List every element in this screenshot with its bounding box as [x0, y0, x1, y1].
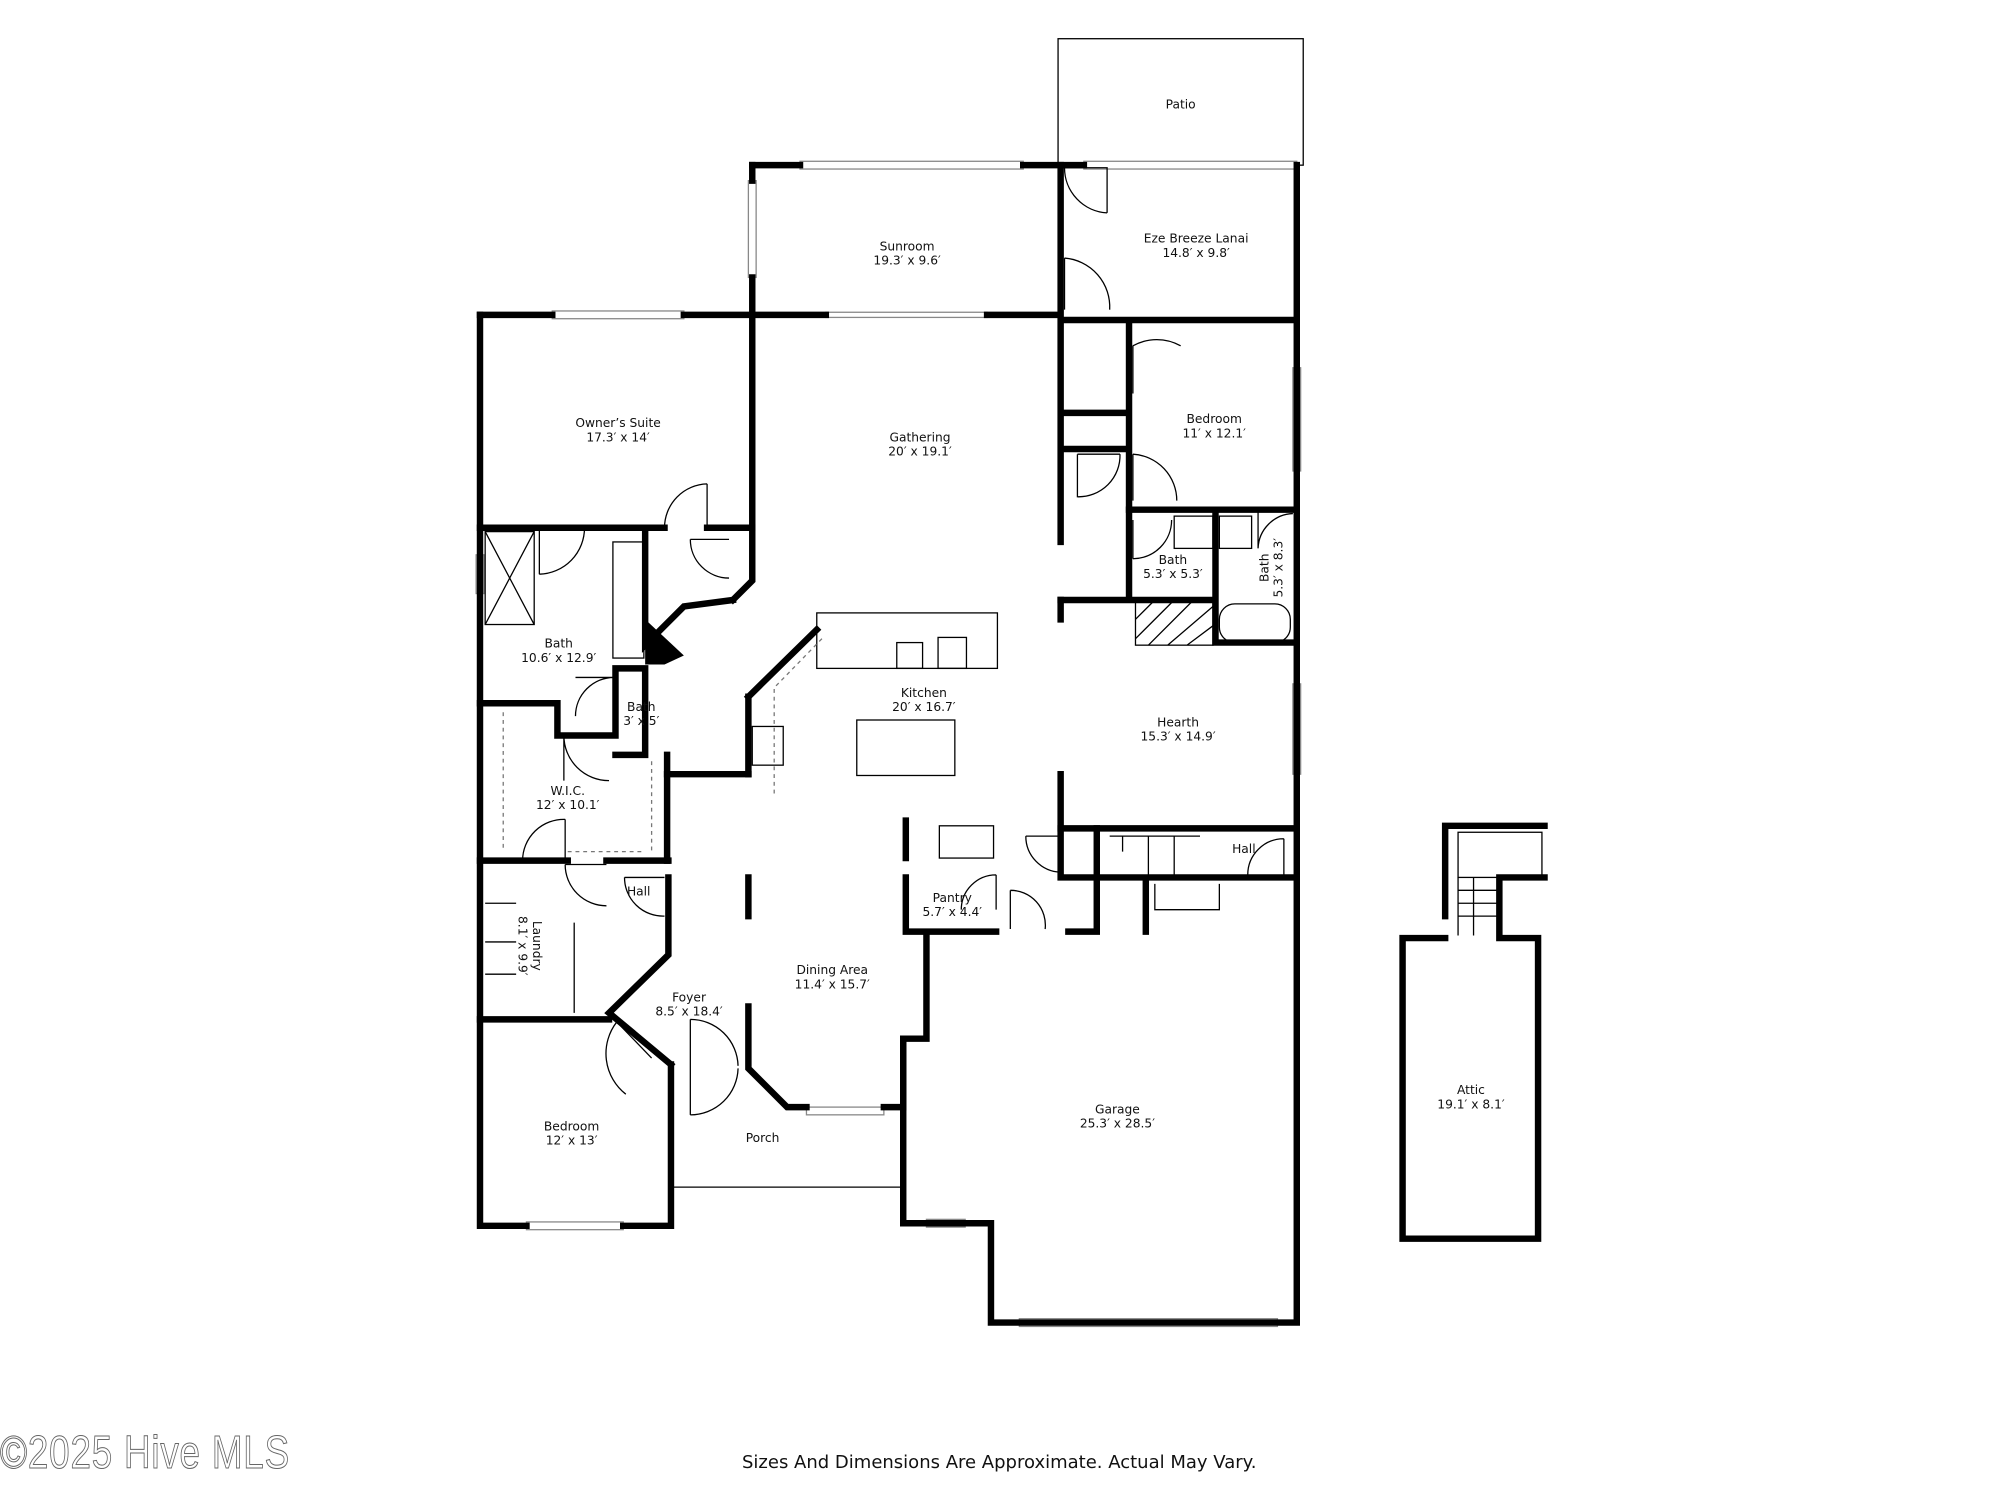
room-dimensions: 5.7′ x 4.4′ [922, 905, 982, 919]
room-dimensions: 11.4′ x 15.7′ [795, 977, 870, 991]
room-dimensions: 8.1′ x 9.9′ [516, 916, 530, 976]
room-name: Bath [1257, 553, 1271, 581]
room-name: Patio [1166, 97, 1196, 111]
room-dimensions: 15.3′ x 14.9′ [1140, 730, 1215, 744]
room-name: W.I.C. [550, 784, 585, 798]
room-name: Hearth [1157, 715, 1199, 729]
room-dimensions: 19.1′ x 8.1′ [1437, 1097, 1505, 1111]
room-dimensions: 14.8′ x 9.8′ [1162, 246, 1230, 260]
room-name: Hall [627, 884, 651, 898]
watermark-logo: ©2025 Hive MLS [0, 1426, 290, 1479]
room-name: Attic [1457, 1083, 1485, 1097]
room-label: Patio [1166, 97, 1196, 111]
fixtures [484, 515, 1543, 1013]
room-dimensions: 10.6′ x 12.9′ [521, 651, 596, 665]
room-name: Bedroom [544, 1119, 599, 1133]
room-name: Bath [544, 637, 572, 651]
room-name: Kitchen [901, 686, 947, 700]
room-name: Gathering [889, 430, 950, 444]
walls [476, 161, 1548, 1326]
room-name: Foyer [672, 990, 707, 1004]
room-dimensions: 25.3′ x 28.5′ [1080, 1117, 1155, 1131]
room-name: Sunroom [880, 239, 935, 253]
room-dimensions: 17.3′ x 14′ [586, 430, 650, 444]
room-dimensions: 3′ x 5′ [623, 714, 659, 728]
room-dimensions: 12′ x 10.1′ [536, 798, 600, 812]
room-label: Hall [627, 884, 651, 898]
room-label: Laundry8.1′ x 9.9′ [516, 916, 544, 976]
room-name: Bedroom [1186, 412, 1241, 426]
porch-outline [670, 1109, 904, 1188]
room-name: Owner’s Suite [575, 416, 660, 430]
room-name: Garage [1095, 1103, 1140, 1117]
windows [475, 160, 1302, 1328]
room-label: Bath5.3′ x 8.3′ [1257, 538, 1285, 598]
room-label: W.I.C.12′ x 10.1′ [536, 784, 600, 812]
room-name: Hall [1232, 842, 1256, 856]
room-dimensions: 5.3′ x 8.3′ [1272, 538, 1286, 598]
room-name: Bath [627, 700, 655, 714]
disclaimer-text: Sizes And Dimensions Are Approximate. Ac… [742, 1452, 1257, 1473]
room-name: Porch [746, 1131, 780, 1145]
room-name: Laundry [530, 921, 544, 971]
room-dimensions: 8.5′ x 18.4′ [655, 1004, 723, 1018]
doors [521, 167, 1293, 1116]
room-dimensions: 12′ x 13′ [546, 1134, 598, 1148]
room-label: Hall [1232, 842, 1256, 856]
room-name: Dining Area [796, 963, 868, 977]
room-dimensions: 5.3′ x 5.3′ [1143, 567, 1203, 581]
room-label: Porch [746, 1131, 780, 1145]
room-dimensions: 19.3′ x 9.6′ [873, 254, 941, 268]
room-name: Bath [1159, 553, 1187, 567]
room-dimensions: 20′ x 19.1′ [888, 444, 952, 458]
room-dimensions: 11′ x 12.1′ [1182, 426, 1246, 440]
room-name: Pantry [933, 891, 972, 905]
room-dimensions: 20′ x 16.7′ [892, 700, 956, 714]
room-name: Eze Breeze Lanai [1144, 232, 1249, 246]
